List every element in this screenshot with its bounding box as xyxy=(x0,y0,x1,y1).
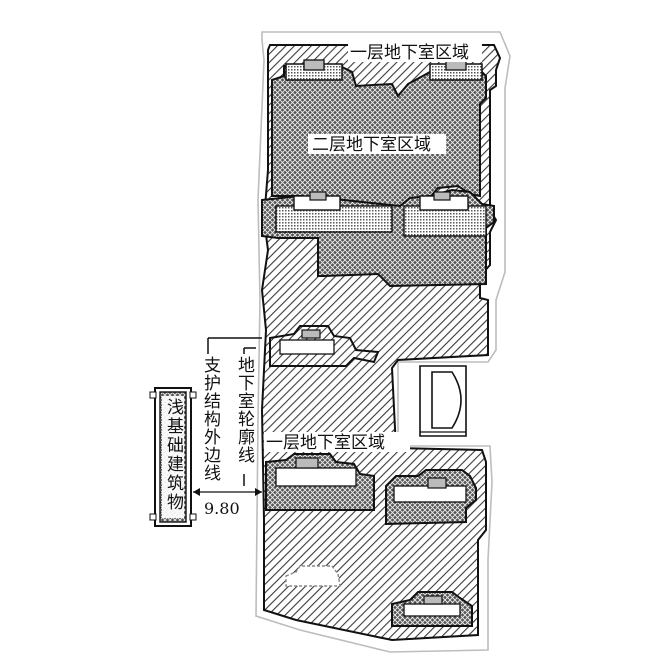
ramp-structure xyxy=(419,365,467,437)
shallow-foundation-building xyxy=(149,387,197,527)
support-structure-boundary xyxy=(255,31,511,653)
bottom-right-structure xyxy=(391,591,473,627)
lower-right-structure xyxy=(385,469,477,526)
dimension-arrow-right xyxy=(255,488,262,496)
middle-left-structure xyxy=(269,325,380,367)
bottom-left-faded-structure xyxy=(285,565,341,587)
label-bg-support xyxy=(200,354,220,490)
label-bg-outline xyxy=(234,354,254,474)
second-basement-inner-block-2 xyxy=(403,205,487,237)
label-first-basement-middle: 一层地下室区域 xyxy=(266,433,385,453)
label-shallow-foundation-building: 浅基础建筑物 xyxy=(163,398,184,512)
label-second-basement: 二层地下室区域 xyxy=(312,135,431,155)
lower-left-structure xyxy=(265,453,375,511)
upper-structure-right xyxy=(419,191,469,211)
label-first-basement-top: 一层地下室区域 xyxy=(350,43,469,63)
upper-structure-left xyxy=(293,191,341,211)
label-bg-second xyxy=(308,134,446,154)
label-bg-top xyxy=(348,42,482,62)
label-bg-middle xyxy=(264,432,410,452)
label-support-outer-line: 支护结构外边线 xyxy=(200,356,221,482)
dimension-arrow-left xyxy=(193,488,200,496)
top-structure-right xyxy=(429,59,483,81)
label-basement-outline: 地下室轮廓线 xyxy=(234,356,255,464)
top-structure-left xyxy=(285,59,343,81)
distance-label: 9.80 xyxy=(204,499,240,518)
